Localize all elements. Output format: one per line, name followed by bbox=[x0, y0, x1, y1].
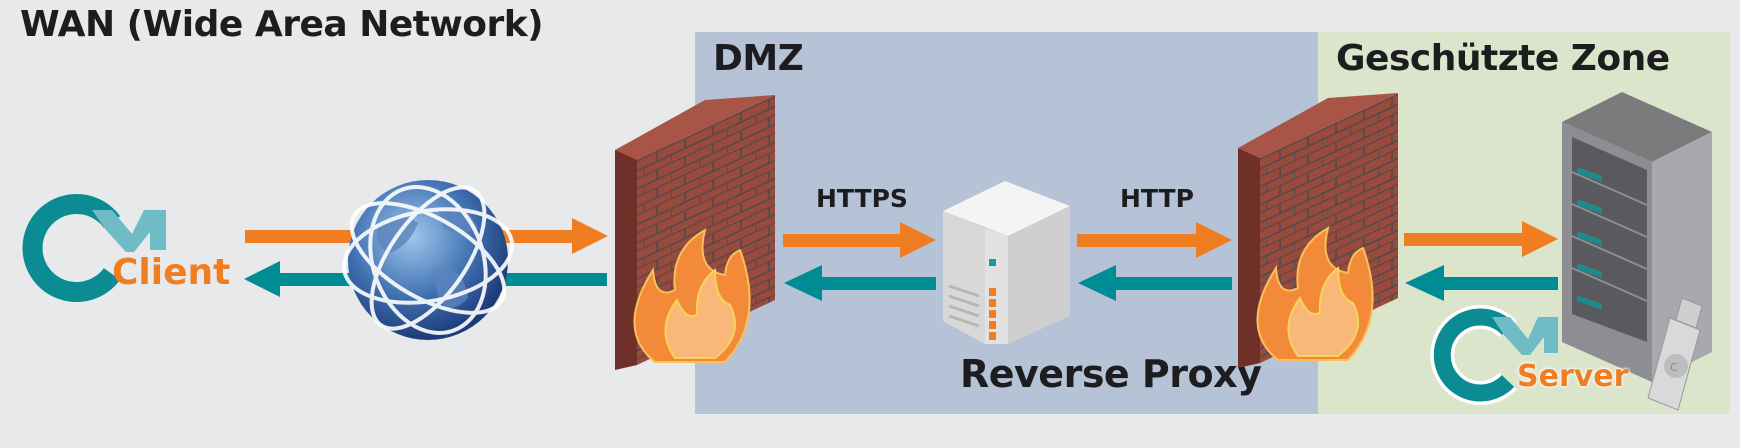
svg-text:C: C bbox=[1670, 361, 1678, 374]
server-label: Server bbox=[1517, 359, 1629, 394]
https-label: HTTPS bbox=[816, 184, 908, 213]
arrow-request-http bbox=[1077, 222, 1232, 258]
globe-icon bbox=[341, 180, 515, 340]
protected-zone-title: Geschützte Zone bbox=[1336, 38, 1670, 79]
dmz-zone-title: DMZ bbox=[713, 38, 804, 79]
server-rack-icon bbox=[1562, 92, 1712, 382]
usb-dongle-icon: C bbox=[1647, 297, 1703, 411]
arrow-request-lan bbox=[1404, 221, 1558, 257]
firewall-inner-icon bbox=[1238, 93, 1398, 368]
arrow-response-lan bbox=[1405, 265, 1558, 301]
wan-zone-title: WAN (Wide Area Network) bbox=[20, 4, 544, 45]
arrow-request-https bbox=[783, 222, 936, 258]
cm-server-logo-icon bbox=[1430, 305, 1558, 405]
http-label: HTTP bbox=[1120, 184, 1194, 213]
server-icon bbox=[943, 181, 1070, 344]
reverse-proxy-label: Reverse Proxy bbox=[960, 352, 1262, 396]
flame-icon bbox=[1256, 225, 1374, 361]
firewall-outer-icon bbox=[615, 95, 775, 370]
flame-icon bbox=[633, 227, 751, 363]
arrow-response-https bbox=[784, 265, 936, 301]
client-label: Client bbox=[112, 252, 231, 293]
arrow-response-http bbox=[1078, 265, 1232, 301]
cm-logo-icon bbox=[22, 194, 166, 302]
